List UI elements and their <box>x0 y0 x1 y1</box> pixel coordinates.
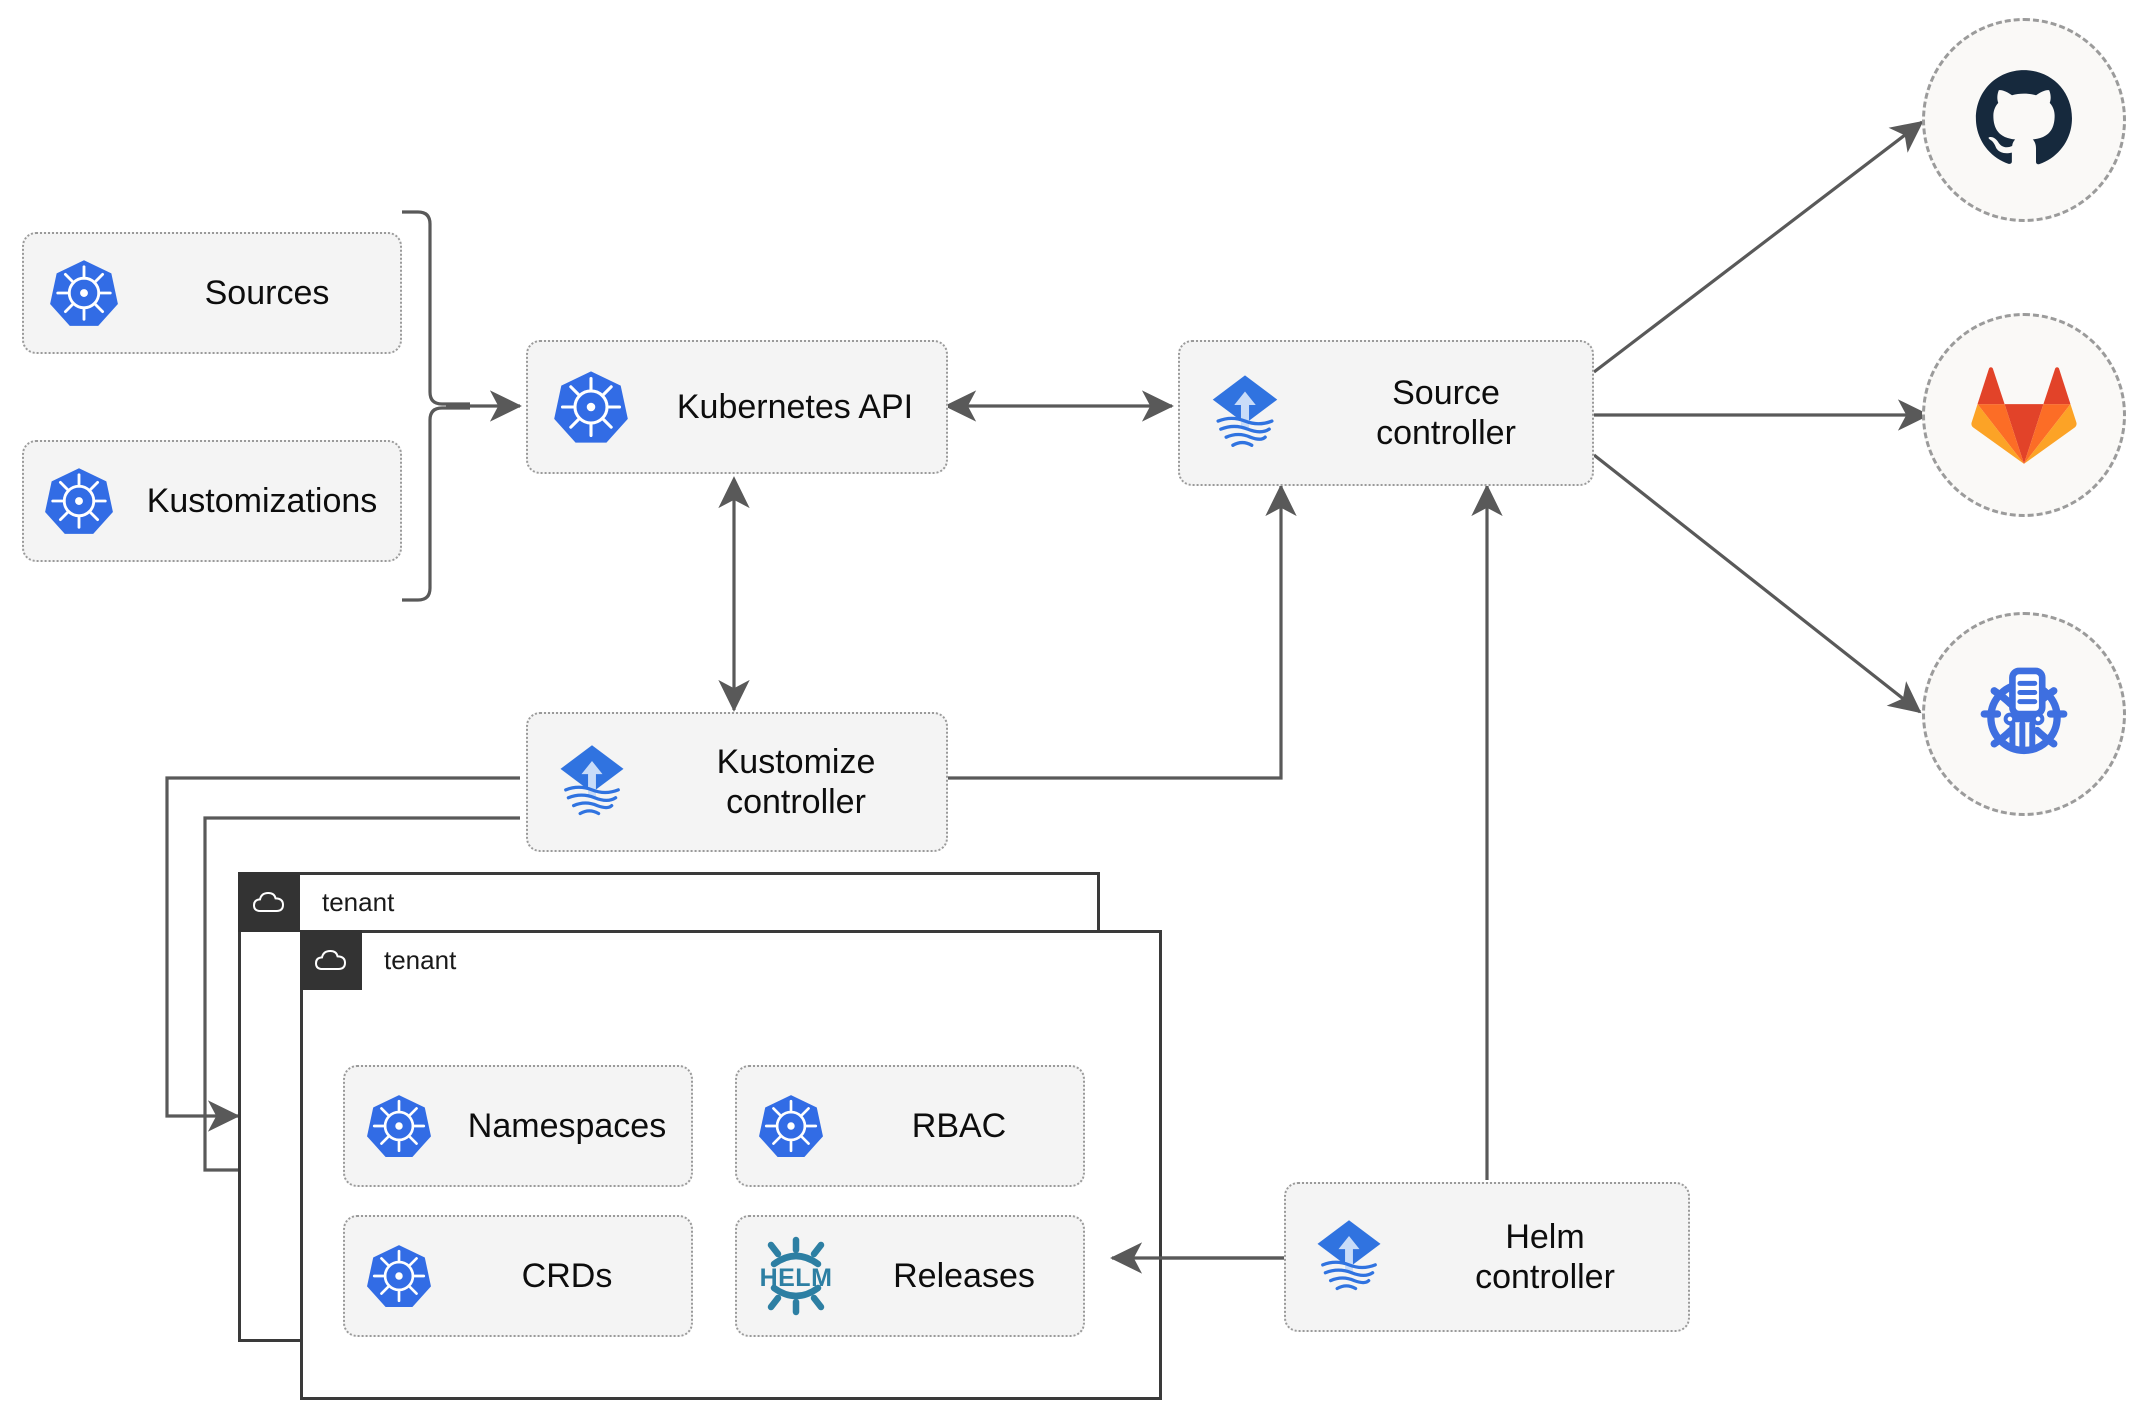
flux-icon <box>1180 370 1310 456</box>
resource-label: CRDs <box>521 1256 613 1295</box>
endpoint-gitlab[interactable] <box>1922 313 2126 517</box>
node-helm-controller[interactable]: Helm controller <box>1284 1182 1690 1332</box>
node-label: Kubernetes API <box>676 387 914 426</box>
wire-kustomizectrl-sourcectrl <box>948 484 1297 780</box>
gitlab-icon <box>1971 367 2077 464</box>
kubernetes-icon <box>24 258 144 328</box>
kubernetes-icon <box>345 1093 453 1159</box>
tenant-window-front[interactable]: tenant Namespaces <box>300 930 1162 1400</box>
node-source-controller[interactable]: Source controller <box>1178 340 1594 486</box>
node-label: Sources <box>204 273 330 312</box>
node-label: Kustomize controller <box>716 742 876 821</box>
wire-sourcectrl-github <box>1593 120 1924 374</box>
kubernetes-icon <box>737 1093 845 1159</box>
flux-icon <box>528 740 656 824</box>
node-kubernetes-api[interactable]: Kubernetes API <box>526 340 948 474</box>
tenant-titlebar: tenant <box>300 930 456 990</box>
node-label: Helm controller <box>1475 1217 1615 1296</box>
flux-icon <box>1286 1215 1412 1299</box>
tenant-label: tenant <box>384 945 457 975</box>
cloud-icon <box>300 930 362 990</box>
kubernetes-icon <box>345 1243 453 1309</box>
wire-kustomizations-bracket <box>402 406 470 602</box>
resource-releases[interactable]: HELM Releases <box>735 1215 1085 1337</box>
resource-label: RBAC <box>911 1106 1007 1145</box>
node-label: Source controller <box>1376 373 1516 452</box>
wire-sources-bracket <box>402 210 470 406</box>
resource-namespaces[interactable]: Namespaces <box>343 1065 693 1187</box>
tenant-titlebar: tenant <box>238 872 394 932</box>
wire-sourcectrl-registry <box>1593 453 1922 714</box>
helm-registry-icon <box>1980 667 2068 755</box>
cloud-icon <box>238 872 300 932</box>
resource-crds[interactable]: CRDs <box>343 1215 693 1337</box>
helm-icon: HELM <box>737 1236 855 1316</box>
github-icon <box>1975 70 2072 165</box>
kubernetes-icon <box>528 369 654 445</box>
svg-text:HELM: HELM <box>760 1264 833 1292</box>
kubernetes-icon <box>24 466 134 536</box>
node-sources[interactable]: Sources <box>22 232 402 354</box>
node-kustomize-controller[interactable]: Kustomize controller <box>526 712 948 852</box>
resource-label: Namespaces <box>467 1106 667 1145</box>
endpoint-github[interactable] <box>1922 18 2126 222</box>
wire-kustomizectrl-tenant-back <box>165 776 520 1132</box>
node-label: Kustomizations <box>146 481 378 520</box>
endpoint-helm-registry[interactable] <box>1922 612 2126 816</box>
resource-label: Releases <box>893 1256 1035 1295</box>
tenant-label: tenant <box>322 887 395 917</box>
resource-rbac[interactable]: RBAC <box>735 1065 1085 1187</box>
node-kustomizations[interactable]: Kustomizations <box>22 440 402 562</box>
